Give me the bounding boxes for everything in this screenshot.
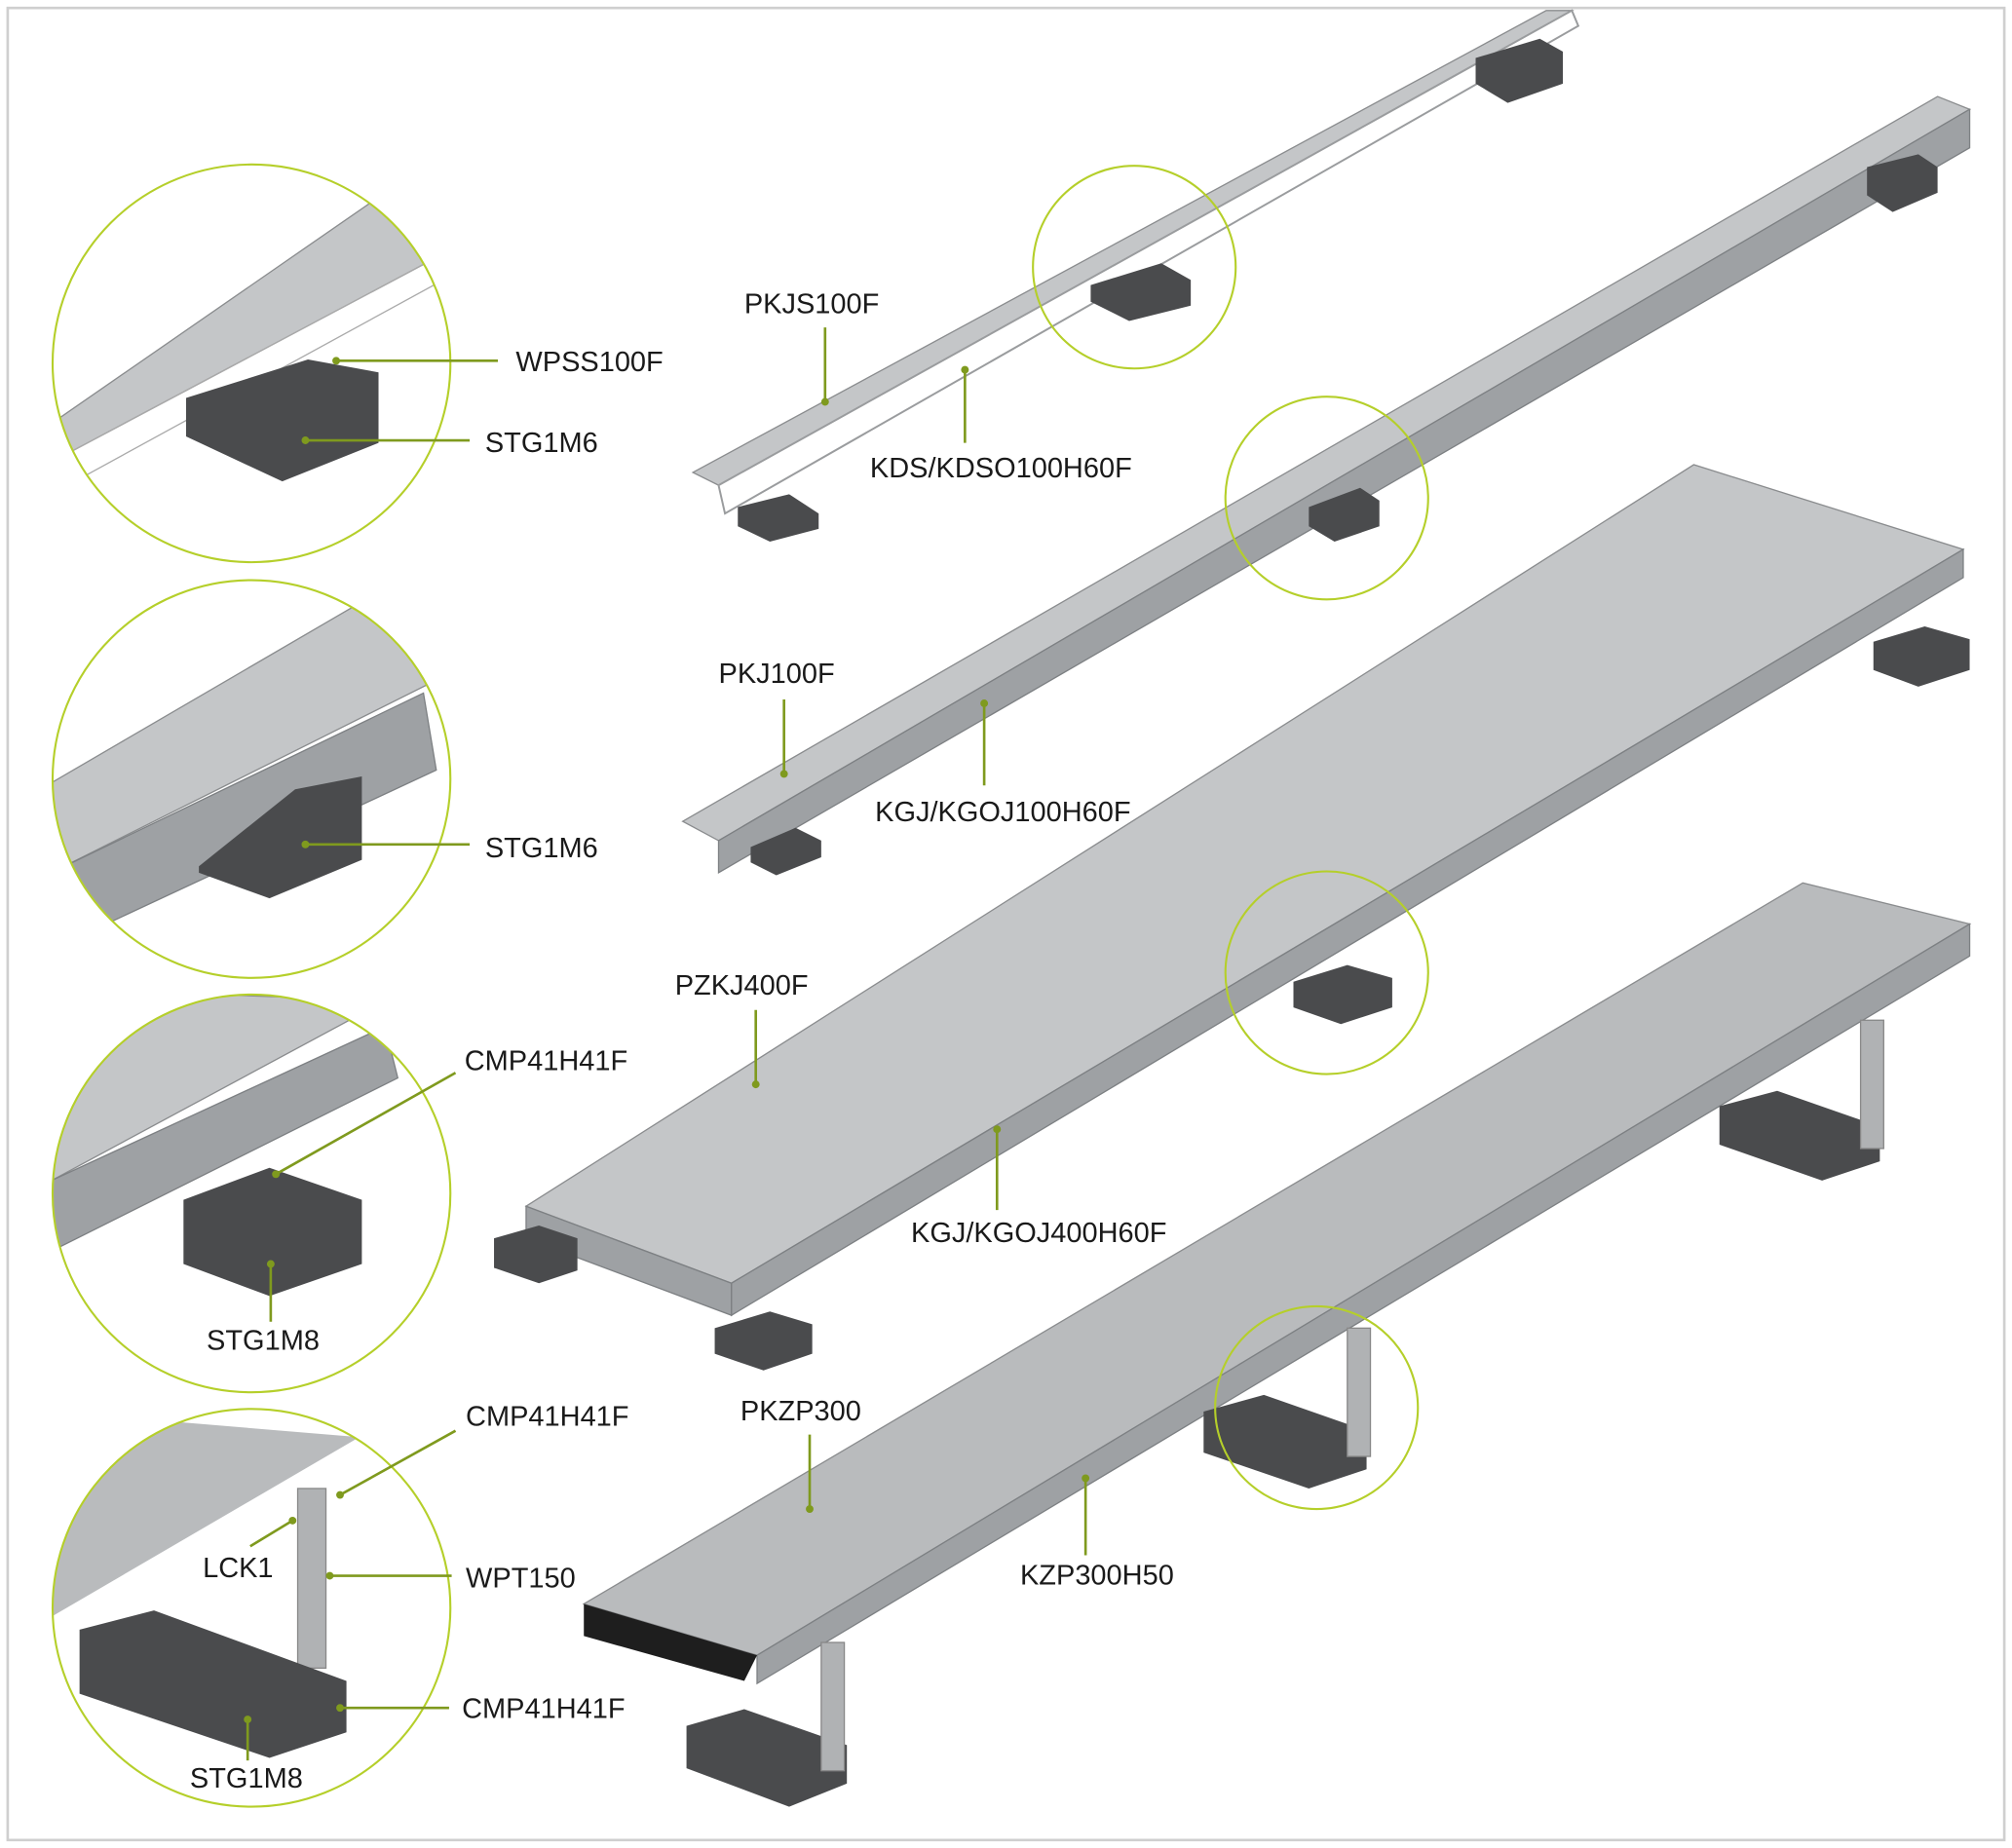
label-stg1m8: STG1M8 (207, 1326, 320, 1357)
label-cmp41h41f: CMP41H41F (466, 1401, 628, 1432)
support-block (1475, 38, 1564, 103)
detail-marker-2 (1224, 396, 1429, 601)
support-block (1203, 1394, 1367, 1489)
support-block (1309, 487, 1380, 543)
label-kgj-kgoj400h60f: KGJ/KGOJ400H60F (911, 1218, 1166, 1249)
detail-circle-2 (51, 579, 452, 979)
label-stg1m8: STG1M8 (190, 1763, 303, 1794)
label-kds-kdso100h60f: KDS/KDSO100H60F (870, 453, 1132, 484)
detail-marker-4 (1214, 1304, 1420, 1511)
perforated-tray-400 (494, 464, 1970, 1371)
support-block (1090, 263, 1192, 321)
support-block (1719, 1090, 1880, 1181)
wire-mesh-tray (691, 9, 1580, 543)
label-kgj-kgoj100h60f: KGJ/KGOJ100H60F (875, 797, 1130, 828)
support-post (1859, 1019, 1884, 1150)
label-pzkj400f: PZKJ400F (675, 970, 809, 1001)
label-wpss100f: WPSS100F (515, 347, 663, 378)
detail-circle-1 (51, 163, 452, 564)
support-block (686, 1709, 848, 1807)
detail-circle-3 (51, 993, 452, 1394)
support-block (494, 1225, 578, 1284)
label-stg1m6: STG1M6 (485, 833, 598, 864)
detail-circle-4 (51, 1408, 452, 1808)
label-pkj100f: PKJ100F (719, 659, 835, 690)
support-block (1867, 154, 1938, 212)
detail-marker-1 (1032, 165, 1237, 370)
label-stg1m6: STG1M6 (485, 428, 598, 459)
support-block (1293, 964, 1392, 1025)
support-block (738, 494, 819, 543)
label-wpt150: WPT150 (466, 1563, 576, 1594)
detail-marker-3 (1224, 870, 1429, 1075)
perforated-tray-100 (681, 95, 1972, 876)
label-pkjs100f: PKJS100F (744, 289, 879, 321)
label-cmp41h41f: CMP41H41F (465, 1046, 627, 1077)
solid-tray-300 (582, 882, 1972, 1807)
label-cmp41h41f: CMP41H41F (462, 1694, 625, 1725)
support-post (1347, 1327, 1372, 1457)
support-block (714, 1311, 813, 1371)
label-lck1: LCK1 (203, 1553, 273, 1584)
support-block (1873, 625, 1970, 687)
label-pkzp300: PKZP300 (740, 1396, 861, 1427)
support-post (820, 1641, 846, 1772)
leader-lines (244, 327, 1090, 1761)
support-block (750, 827, 821, 876)
label-kzp300h50: KZP300H50 (1020, 1561, 1174, 1592)
